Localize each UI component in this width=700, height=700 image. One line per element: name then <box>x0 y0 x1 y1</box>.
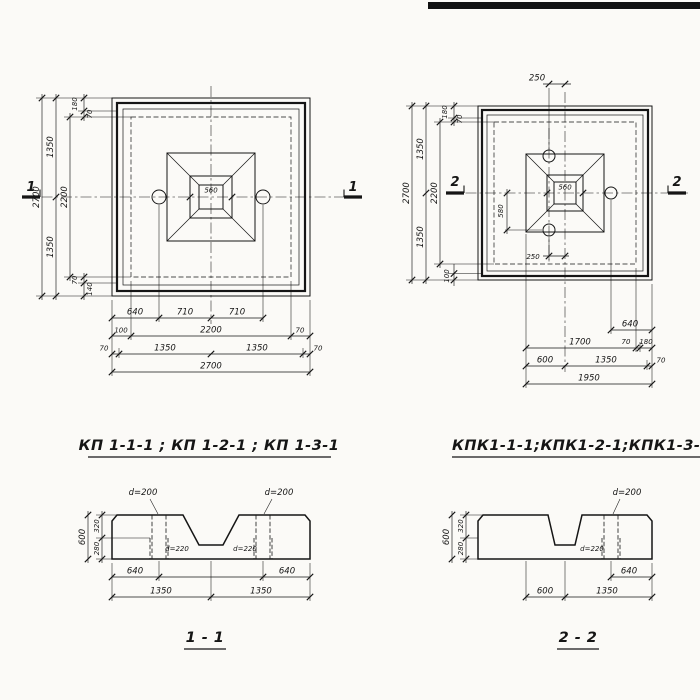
section-2-left-dims: 600 320 280 <box>442 511 470 563</box>
section-1-holes <box>149 515 273 559</box>
dim-top-offset-180: 180 <box>441 105 449 119</box>
leader-d200-right <box>263 498 273 515</box>
dim-320: 320 <box>457 519 465 533</box>
dim-hole-580: 580 <box>497 204 505 218</box>
leader-d200 <box>612 498 621 515</box>
dim-half-top: 1350 <box>416 138 426 160</box>
cut-mark-1-right: 1 <box>343 180 362 199</box>
plan-left-slope-diagonals <box>166 152 256 242</box>
section-2-hole <box>601 515 621 559</box>
section-2-2: d=200 d=220 600 320 280 640 600 1350 2 -… <box>442 488 656 650</box>
dim-250-top: 250 <box>529 74 545 84</box>
plan-right: 2 2 560 250 <box>402 74 688 388</box>
plan-right-top-dim: 250 <box>529 74 571 149</box>
dim-top-offset-70: 70 <box>86 109 94 118</box>
dim-1350-bottom: 1350 <box>596 587 618 597</box>
group-title-right: КПК1-1-1;КПК1-2-1;КПК1-3-1 <box>452 438 700 454</box>
dim-1350: 1350 <box>154 344 176 354</box>
dim-100: 100 <box>114 327 128 335</box>
section-1-bottom-dims: 640 640 1350 1350 <box>108 561 314 601</box>
section-2-bottom-dims: 640 600 1350 <box>522 561 656 601</box>
hole-dia-top-left: d=200 <box>129 488 158 498</box>
dim-320: 320 <box>93 519 101 533</box>
sheet-edge-bar <box>428 2 700 9</box>
dim-70: 70 <box>314 345 323 353</box>
dim-640: 640 <box>622 320 638 330</box>
dim-70: 70 <box>622 338 631 346</box>
plan-right-bottom-dims: 640 1700 70 180 600 1350 70 1950 <box>522 320 666 388</box>
leader-d200-left <box>149 498 159 515</box>
hole-dia-bot-left: d=220 <box>165 545 189 553</box>
dim-640-left: 640 <box>127 567 143 577</box>
dim-bot-offset-70: 70 <box>71 275 79 284</box>
dim-bot-offset-140: 140 <box>86 282 94 296</box>
dim-half-top: 1350 <box>46 136 56 158</box>
dim-1700: 1700 <box>569 338 591 348</box>
cut-mark-1-left: 1 <box>22 180 41 199</box>
plan-right-vertical-dims: 2700 1350 1350 2200 180 70 100 580 250 <box>402 102 569 286</box>
dim-1350: 1350 <box>246 344 268 354</box>
hole-dia-top: d=200 <box>613 488 642 498</box>
plan-left-vertical-dims: 2700 1350 1350 2200 180 70 70 140 <box>32 94 94 300</box>
dim-600: 600 <box>442 529 452 545</box>
plan-left-socket-dim: 560 <box>186 187 236 201</box>
section-1-1: d=200 d=200 d=220 d=220 600 320 280 640 … <box>78 488 314 650</box>
section-1-profile <box>111 514 311 560</box>
cut-mark-2-left: 2 <box>446 175 465 195</box>
section-2-title: 2 - 2 <box>559 630 598 646</box>
dim-bot-offset-100: 100 <box>443 269 451 283</box>
cut-mark-2-right: 2 <box>667 175 686 195</box>
dim-70: 70 <box>100 345 109 353</box>
cut-label: 1 <box>348 180 357 195</box>
section-1-left-dims: 600 320 280 <box>78 511 106 563</box>
dim-overall-h: 2700 <box>200 362 222 372</box>
dim-hole-250: 250 <box>526 253 540 261</box>
dim-70: 70 <box>296 327 305 335</box>
cut-label: 2 <box>672 175 681 190</box>
group-titles: КП 1-1-1 ; КП 1-2-1 ; КП 1-3-1 КПК1-1-1;… <box>79 438 700 458</box>
dim-180: 180 <box>639 338 653 346</box>
dim-600: 600 <box>537 356 553 366</box>
dim-1350: 1350 <box>595 356 617 366</box>
dim-half-bottom: 1350 <box>416 226 426 248</box>
dim-640: 640 <box>127 308 143 318</box>
dim-280: 280 <box>93 541 101 555</box>
cut-label: 2 <box>450 175 459 190</box>
hole-dia-bot: d=220 <box>580 545 604 553</box>
dim-600-bottom: 600 <box>537 587 553 597</box>
section-2-profile <box>477 514 653 560</box>
group-title-left: КП 1-1-1 ; КП 1-2-1 ; КП 1-3-1 <box>79 438 340 454</box>
dim-half-bottom: 1350 <box>46 236 56 258</box>
plan-left-bottom-dims: 640 710 710 100 2200 70 70 1350 1350 70 … <box>100 308 323 376</box>
hole-dia-bot-right: d=220 <box>233 545 257 553</box>
dim-1350-left: 1350 <box>150 587 172 597</box>
section-1-title: 1 - 1 <box>186 630 225 646</box>
plan-left: 1 1 560 <box>22 86 362 376</box>
dim-socket-560: 560 <box>558 184 572 192</box>
dim-top-offset-180: 180 <box>71 97 79 111</box>
plan-right-socket-dim: 560 <box>543 184 587 197</box>
dim-socket-560: 560 <box>204 187 218 195</box>
dim-710: 710 <box>177 308 193 318</box>
dim-inner-v: 2200 <box>60 186 70 208</box>
dim-1350-right: 1350 <box>250 587 272 597</box>
cut-label: 1 <box>26 180 35 195</box>
dim-640: 640 <box>621 567 637 577</box>
dim-280: 280 <box>457 541 465 555</box>
dim-inner-v: 2200 <box>430 182 440 204</box>
dim-710: 710 <box>229 308 245 318</box>
hole-dia-top-right: d=200 <box>265 488 294 498</box>
dim-640-right: 640 <box>279 567 295 577</box>
dim-overall-v: 2700 <box>32 186 42 208</box>
plan-left-extension-lines <box>36 97 311 376</box>
dim-overall-v: 2700 <box>402 182 412 204</box>
dim-600: 600 <box>78 529 88 545</box>
dim-1950: 1950 <box>578 374 600 384</box>
dim-top-offset-70: 70 <box>456 114 464 123</box>
plan-right-slope-diagonals <box>525 153 605 233</box>
dim-70: 70 <box>657 357 666 365</box>
dim-2200: 2200 <box>200 326 222 336</box>
